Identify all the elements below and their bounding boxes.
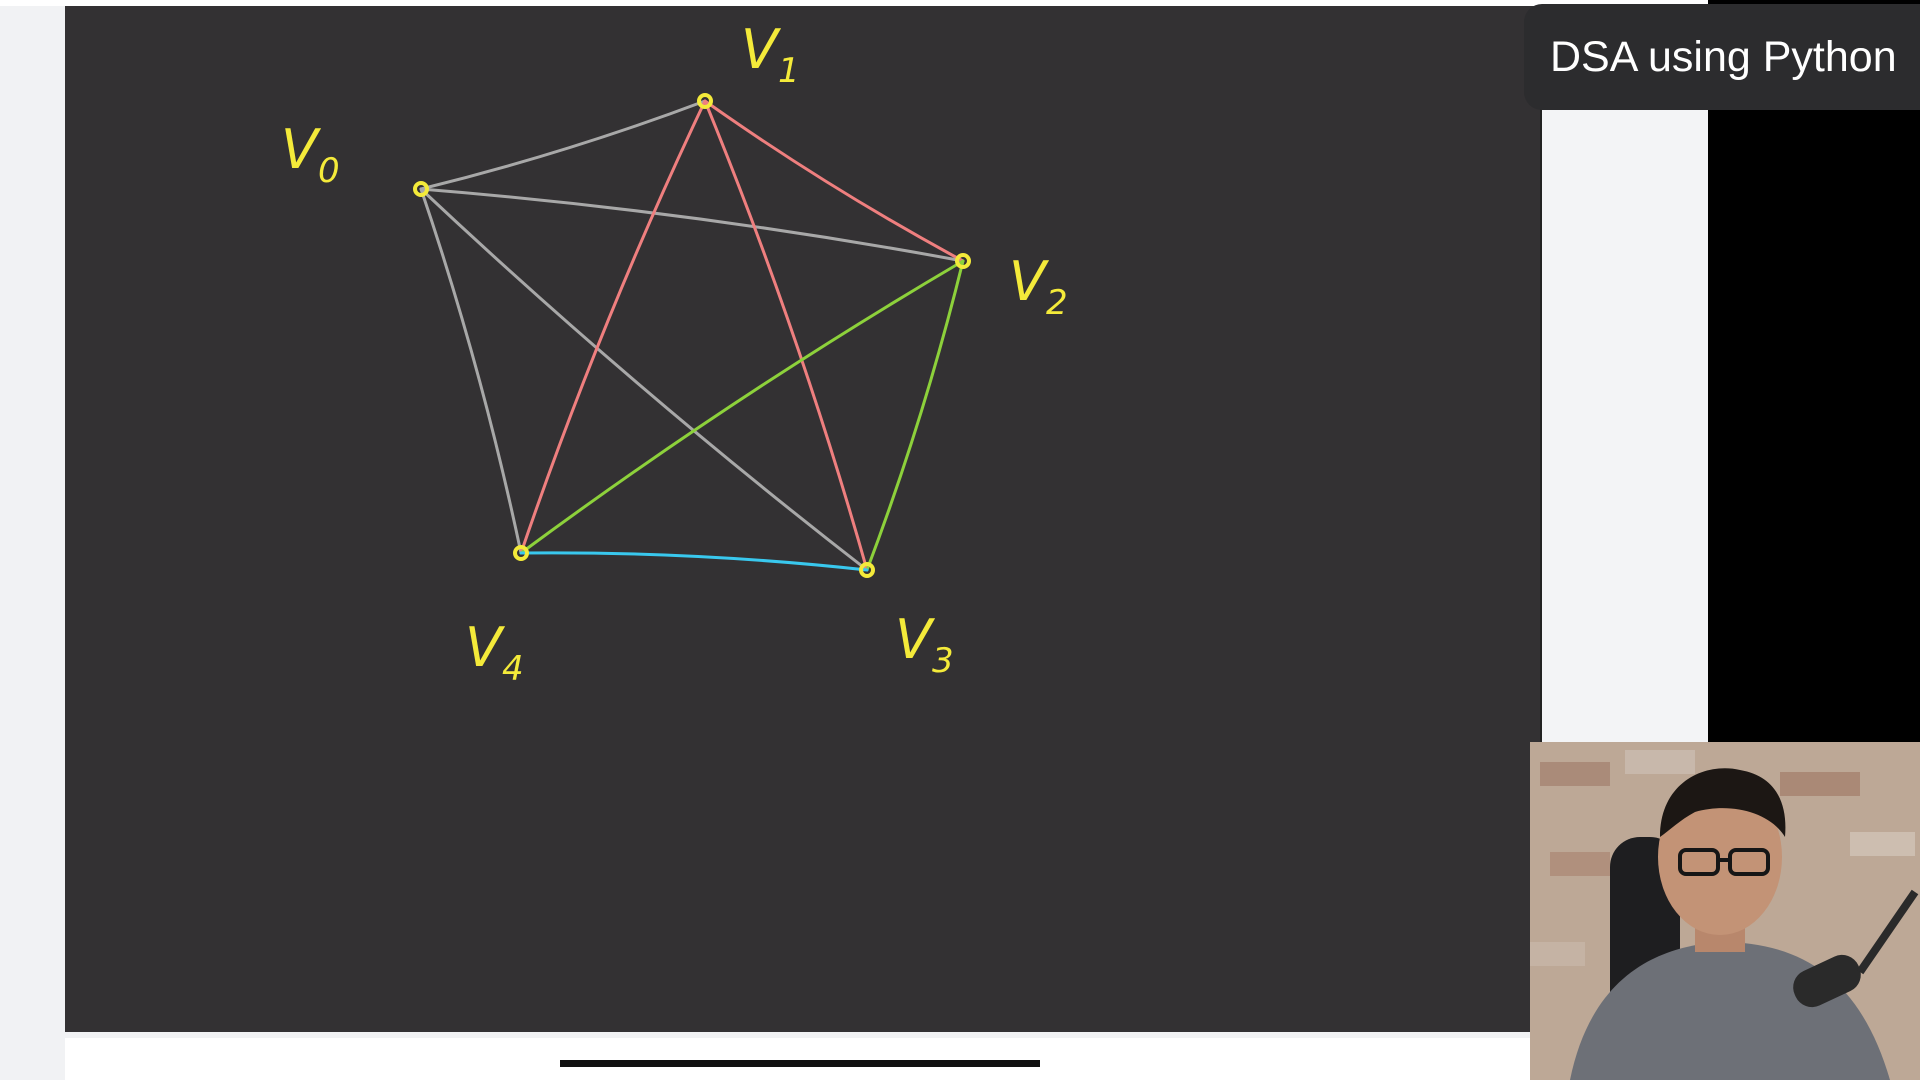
edge-v2-v4	[519, 259, 965, 555]
right-gutter	[1540, 6, 1708, 742]
vertex-v4	[513, 545, 529, 561]
graph-vertices	[413, 93, 971, 578]
series-title-badge: DSA using Python	[1524, 4, 1920, 110]
vertex-v0	[413, 181, 429, 197]
edge-v0-v1	[419, 99, 707, 191]
graph-edges	[419, 99, 965, 572]
vertex-label-v3: V3	[895, 608, 954, 681]
edge-v1-v3	[703, 99, 869, 572]
presenter-webcam	[1530, 742, 1920, 1080]
vertex-v3	[859, 562, 875, 578]
edge-v0-v3	[419, 187, 869, 572]
edge-v0-v4	[419, 187, 523, 555]
underline-stroke	[560, 1060, 1040, 1067]
vertex-label-v2: V2	[1009, 250, 1068, 323]
vertex-label-v0: V0	[281, 118, 340, 191]
vertex-v2	[955, 253, 971, 269]
top-strip	[0, 0, 1708, 6]
vertex-label-v1: V1	[741, 18, 800, 91]
presenter-image	[1530, 742, 1920, 1080]
edge-v1-v4	[519, 99, 707, 555]
edge-v1-v2	[703, 99, 965, 263]
next-page-preview	[65, 1038, 1530, 1080]
edge-v4-v3	[519, 551, 869, 572]
edge-v2-v3	[865, 259, 965, 572]
vertex-label-v4: V4	[465, 616, 524, 689]
edge-v0-v2	[419, 187, 965, 263]
black-side-panel	[1708, 0, 1920, 742]
vertex-v1	[697, 93, 713, 109]
